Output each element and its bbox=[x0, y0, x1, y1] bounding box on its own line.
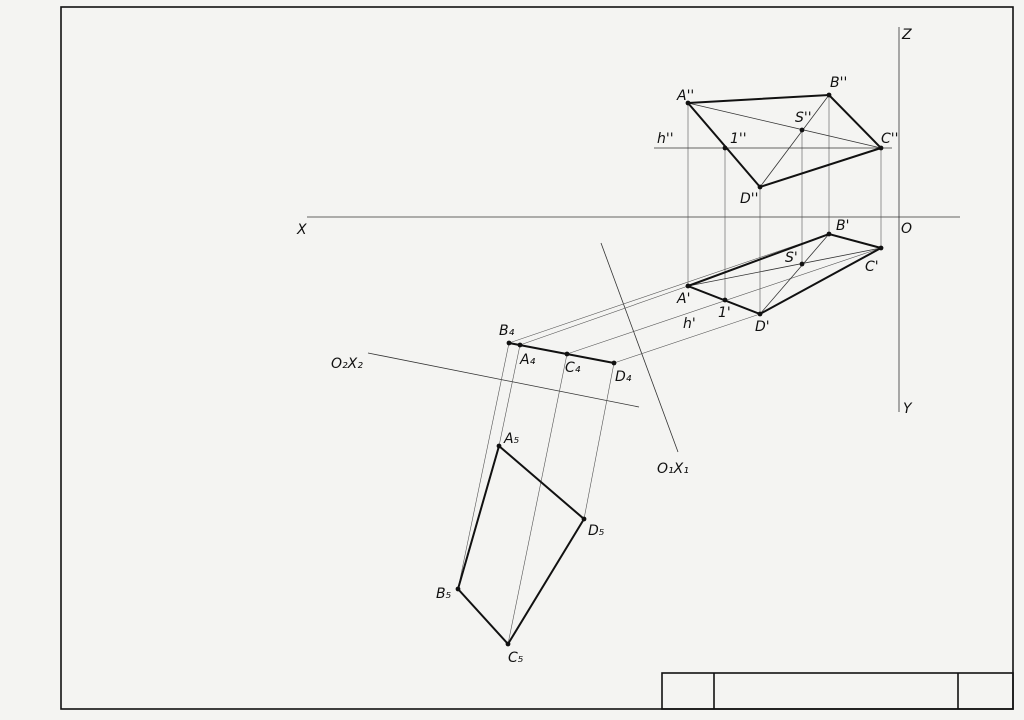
label-B5: B₅ bbox=[436, 586, 452, 602]
edge-projection-4 bbox=[506, 340, 617, 366]
true-size-projection-5 bbox=[455, 443, 587, 647]
label-D4: D₄ bbox=[615, 369, 632, 385]
label-A5: A₅ bbox=[503, 431, 520, 447]
label-S2: S'' bbox=[795, 110, 812, 126]
label-origin: O bbox=[901, 221, 912, 237]
label-axis-y: Y bbox=[903, 401, 913, 417]
label-h2: h'' bbox=[657, 131, 674, 147]
label-C5: C₅ bbox=[508, 650, 524, 666]
label-axis-o1x1: O₁X₁ bbox=[657, 461, 689, 477]
label-B1: B' bbox=[836, 218, 849, 234]
label-D1: D' bbox=[755, 319, 770, 335]
horizontal-projection bbox=[685, 231, 884, 317]
axis-o1x1-line bbox=[600, 242, 679, 453]
title-block bbox=[661, 672, 1014, 710]
label-one1: 1' bbox=[718, 305, 731, 321]
quad-true-size bbox=[456, 444, 586, 646]
label-C4: C₄ bbox=[565, 360, 581, 376]
sheet-border bbox=[60, 6, 1014, 710]
label-A1: A' bbox=[676, 291, 690, 307]
label-B2: B'' bbox=[830, 75, 847, 91]
axes bbox=[307, 27, 960, 453]
label-axis-o2x2: O₂X₂ bbox=[331, 356, 363, 372]
axis-o2x2-line bbox=[367, 352, 640, 408]
label-A2: A'' bbox=[676, 88, 694, 104]
point-labels: A'' B'' C'' D'' S'' 1'' h'' A' B' C' D' … bbox=[436, 75, 898, 666]
label-D2: D'' bbox=[740, 191, 758, 207]
axis-labels: X Z Y O O₁X₁ O₂X₂ bbox=[296, 27, 913, 477]
label-D5: D₅ bbox=[588, 523, 605, 539]
label-S1: S' bbox=[785, 250, 798, 266]
projection-lines bbox=[457, 95, 882, 645]
label-axis-x: X bbox=[296, 222, 307, 238]
frontal-projection bbox=[654, 92, 892, 190]
label-B4: B₄ bbox=[499, 323, 515, 339]
label-C2: C'' bbox=[881, 131, 898, 147]
quad-horizontal bbox=[685, 232, 884, 316]
label-A4: A₄ bbox=[519, 352, 536, 368]
label-h1: h' bbox=[683, 316, 696, 332]
label-C1: C' bbox=[865, 259, 879, 275]
label-axis-z: Z bbox=[901, 27, 912, 43]
label-one2: 1'' bbox=[730, 131, 747, 147]
